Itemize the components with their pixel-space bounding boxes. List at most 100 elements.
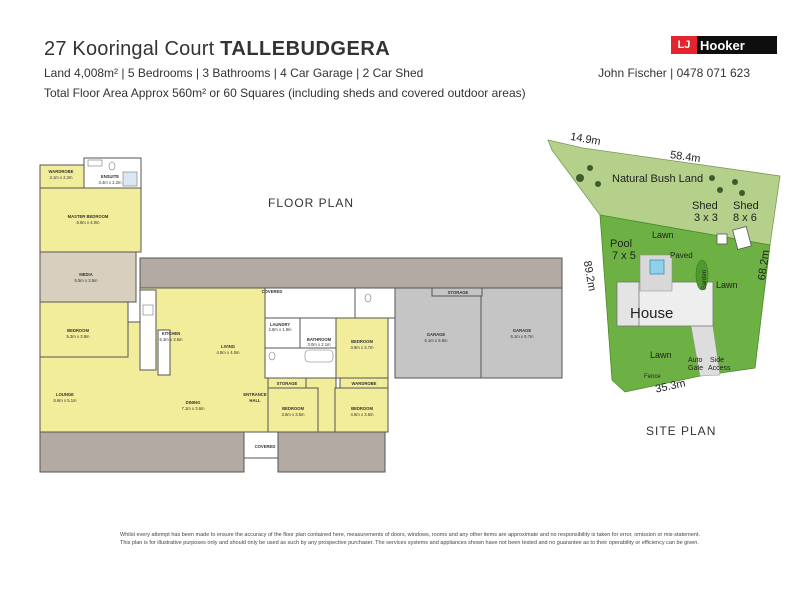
room-dim: 3.0m x 2.1m: [307, 342, 331, 347]
room-label: ENTRANCE: [243, 392, 266, 397]
site-plan-label: SITE PLAN: [646, 424, 717, 438]
room-label: GARAGE: [513, 328, 532, 333]
garage-2: [480, 287, 563, 379]
room-dim: 4.8m x 4.0m: [216, 350, 240, 355]
auto-gate-label: Auto: [688, 357, 703, 364]
suburb: TALLEBUDGERA: [220, 38, 391, 60]
shed-1-size: 3 x 3: [694, 212, 718, 224]
shed-2-icon: [732, 226, 752, 250]
floor-area-summary: Total Floor Area Approx 560m² or 60 Squa…: [44, 86, 526, 100]
kitchen-island: [157, 329, 171, 376]
storage-top: [431, 287, 483, 297]
shower-icon: [122, 171, 138, 187]
room-dim: 6.6m x 5.1m: [53, 398, 77, 403]
room-label: LIVING: [221, 344, 235, 349]
shed-1-label: Shed: [692, 200, 718, 212]
tree-icon: [576, 174, 584, 182]
room-dim: 3.6m x 3.5m: [281, 412, 305, 417]
address: 27 Kooringal Court: [44, 38, 215, 60]
room-label: GARAGE: [427, 332, 446, 337]
paved-label: Paved: [670, 251, 693, 260]
pool-label: Pool: [610, 238, 632, 250]
bath-icon: [304, 349, 334, 363]
disclaimer-line-1: Whilst every attempt has been made to en…: [120, 532, 700, 538]
tree-icon: [587, 165, 593, 171]
floor-plan-label: FLOOR PLAN: [268, 196, 355, 210]
room-label: MASTER BEDROOM: [68, 214, 109, 219]
room-dim: 5.3m x 3.8m: [66, 334, 90, 339]
room-dim: 6.1m x 5.7m: [510, 334, 534, 339]
shed-2-size: 8 x 6: [733, 212, 757, 224]
shed-1-icon: [716, 233, 728, 245]
garden-bed: [695, 259, 709, 291]
pool-icon: [649, 259, 665, 275]
dim-right: 68.2m: [756, 249, 772, 281]
room-label: COVERED: [262, 289, 283, 294]
bedroom-3: [267, 387, 319, 433]
room-label: BEDROOM: [67, 328, 89, 333]
bathroom: [299, 317, 337, 349]
toilet-icon: [108, 161, 116, 171]
dim-left: 89.2m: [581, 260, 598, 292]
tree-icon: [717, 187, 723, 193]
garden-label: Garden: [702, 270, 708, 290]
room-dim: 7.1m x 3.6m: [181, 406, 205, 411]
room-label: COVERED: [255, 444, 276, 449]
house-label: House: [630, 305, 673, 322]
lawn-label: Lawn: [652, 230, 674, 240]
room-label: BEDROOM: [282, 406, 304, 411]
room-label: WARDROBE: [49, 169, 74, 174]
logo-name: Hooker: [700, 37, 745, 53]
room-label: LAUNDRY: [270, 322, 291, 327]
toilet-2-icon: [268, 351, 276, 361]
access-label: Access: [708, 365, 731, 372]
shed-2-label: Shed: [733, 200, 759, 212]
room-dim: 4.6m x 3.6m: [350, 412, 374, 417]
master-bedroom: [39, 187, 142, 253]
vanity-icon: [87, 159, 103, 167]
dim-top-left: 14.9m: [569, 131, 601, 148]
property-summary: Land 4,008m² | 5 Bedrooms | 3 Bathrooms …: [44, 66, 424, 80]
room-dim: 6.3m x 3.5m: [159, 337, 183, 342]
tree-icon: [709, 175, 715, 181]
tree-icon: [739, 190, 745, 196]
bush-label: Natural Bush Land: [612, 173, 703, 185]
covered-bottom-area: [39, 431, 386, 473]
page-title: 27 Kooringal Court TALLEBUDGERA: [44, 38, 390, 61]
agent-contact: John Fischer | 0478 071 623: [598, 66, 750, 80]
room-label: MEDIA: [79, 272, 93, 277]
room-label: WARDROBE: [352, 381, 377, 386]
room-label: ENSUITE: [101, 174, 119, 179]
room-label: STORAGE: [277, 381, 298, 386]
room-label: LOUNGE: [56, 392, 74, 397]
stove-icon: [142, 304, 154, 316]
room-dim: 3.1m x 2.2m: [49, 175, 73, 180]
lawn-label-bottom: Lawn: [650, 350, 672, 360]
logo-mark: LJ: [671, 36, 697, 54]
covered-top-area: [139, 257, 563, 289]
room-dim: 3.9m x 3.7m: [350, 345, 374, 350]
room-label: BATHROOM: [307, 337, 332, 342]
fence-label: Fence: [644, 374, 661, 380]
bedroom-4: [334, 387, 389, 433]
house-wing: [616, 281, 640, 327]
room-dim: 2.8m x 1.9m: [268, 327, 292, 332]
media-room: [39, 251, 137, 303]
room-label: KITCHEN: [162, 331, 181, 336]
room-label: DINING: [186, 400, 201, 405]
dim-top: 58.4m: [669, 149, 701, 165]
tree-icon: [595, 181, 601, 187]
room-label: HALL: [249, 398, 261, 403]
room-dim: 6.1m x 5.9m: [424, 338, 448, 343]
auto-gate-label-2: Gate: [688, 365, 703, 372]
side-label: Side: [710, 357, 724, 364]
room-label: STORAGE: [448, 290, 469, 295]
disclaimer-line-2: This plan is for illustrative purposes o…: [120, 539, 699, 546]
disclaimer: Whilst every attempt has been made to en…: [120, 532, 720, 547]
open-plan-living: [39, 287, 337, 433]
lj-hooker-logo: LJ Hooker: [671, 36, 777, 54]
room-dim: 3.4m x 2.2m: [98, 180, 122, 185]
pool-size: 7 x 5: [612, 250, 636, 262]
